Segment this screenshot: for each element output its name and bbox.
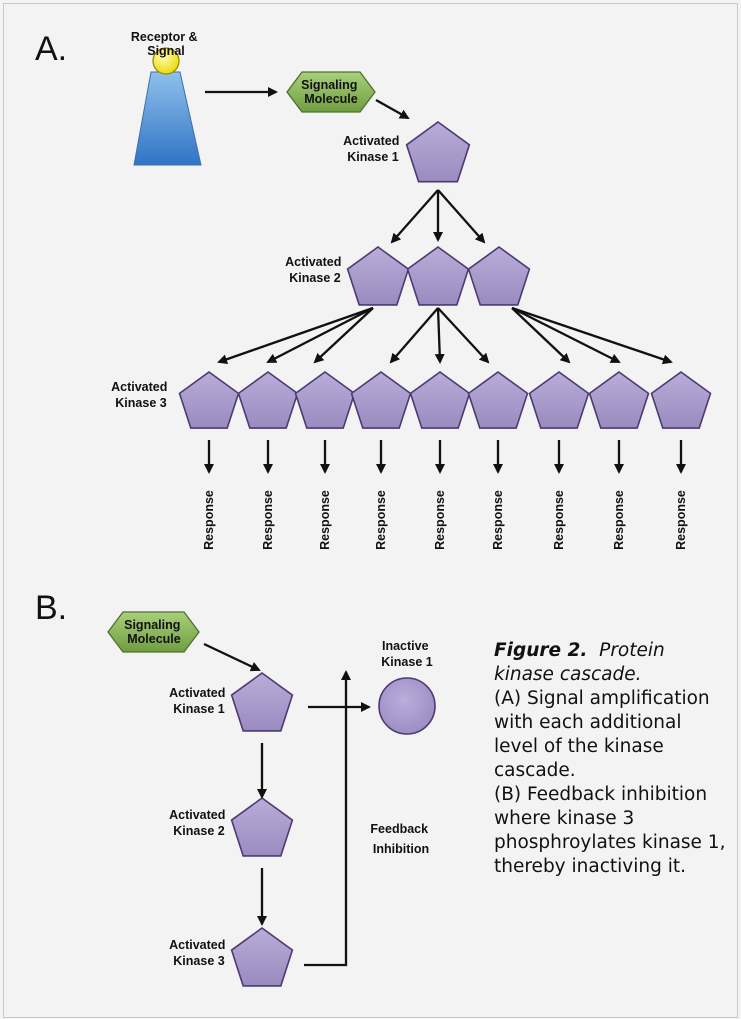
response-label-2: Response [261,490,275,550]
response-label-8: Response [612,490,626,550]
feedback-inhibition-arrow [304,670,351,967]
inactive-kinase1-label: Inactive Kinase 1 [381,639,432,669]
kinase3-pentagon-a-6 [467,371,529,429]
arrow-k2-to-k3-5 [434,307,445,364]
response-label-3: Response [318,490,332,550]
kinase2-pentagon-a-2 [406,246,470,306]
kinase3-pentagon-a-4 [350,371,412,429]
inactive-kinase1-circle [378,677,436,735]
kinase1-pentagon-b [230,672,294,732]
kinase3-pentagon-a-1 [178,371,240,429]
arrow-k1-to-k2-left [390,189,439,244]
kinase2-pentagon-a-3 [467,246,531,306]
kinase2-label-a: Activated Kinase 2 [285,255,345,285]
feedback-inhibition-label: Feedback Inhibition [370,822,431,856]
caption-title: Figure 2. Protein kinase cascade. [494,640,665,685]
kinase3-pentagon-a-9 [650,371,712,429]
arrow-k2-to-k3-3 [313,307,374,364]
response-label-5: Response [433,490,447,550]
arrow-molecule-to-kinase1 [375,98,410,120]
arrow-k2-to-k3-7 [511,307,571,364]
response-label-6: Response [491,490,505,550]
kinase2-pentagon-b [230,797,294,857]
signaling-molecule-hexagon-a [286,71,376,113]
caption-text-a: (A) Signal amplification with each addit… [494,688,710,781]
kinase2-label-b: Activated Kinase 2 [169,808,229,838]
panel-a-letter: A. [35,30,67,68]
kinase3-label-b: Activated Kinase 3 [169,938,229,968]
signal-ligand-icon [152,47,180,75]
kinase3-pentagon-a-3 [294,371,356,429]
figure-caption: Figure 2. Protein kinase cascade. (A) Si… [494,639,726,879]
arrows-kinase2-to-kinase3 [217,306,673,365]
kinase3-pentagon-a-2 [237,371,299,429]
receptor-icon [133,71,202,166]
kinase3-pentagon-a-5 [409,371,471,429]
arrow-k2-to-k3-8 [511,306,621,364]
kinase1-pentagon-a [405,121,471,183]
kinase1-label-b: Activated Kinase 1 [169,686,229,716]
kinase2-pentagon-a-1 [346,246,410,306]
figure-frame [3,3,738,1018]
kinase3-pentagon-a-8 [588,371,650,429]
arrow-k2-to-k3-4 [389,307,439,364]
response-label-9: Response [674,490,688,550]
signaling-molecule-label-b: Signaling Molecule [124,618,184,646]
caption-text-b: (B) Feedback inhibition where kinase 3 p… [494,784,726,877]
receptor-label: Receptor & Signal [131,30,201,58]
kinase3-pentagon-a-7 [528,371,590,429]
kinase3-pentagon-b [230,927,294,987]
kinase1-label-a: Activated Kinase 1 [343,134,403,164]
arrow-k2-to-k3-2 [266,306,374,364]
arrow-k2-to-k3-1 [217,306,374,365]
signaling-molecule-hexagon-b [107,611,200,653]
arrow-k1-to-k2-right [437,189,486,244]
signaling-molecule-label-a: Signaling Molecule [301,78,361,106]
arrow-k2-to-k3-9 [511,306,673,365]
response-label-4: Response [374,490,388,550]
arrows-kinase1-to-kinase2 [390,189,486,244]
arrow-k2-to-k3-6 [437,307,490,364]
response-label-7: Response [552,490,566,550]
arrow-molecule-to-kinase1-b [203,642,261,672]
response-label-1: Response [202,490,216,550]
panel-b-letter: B. [35,589,67,627]
kinase3-label-a: Activated Kinase 3 [111,380,171,410]
